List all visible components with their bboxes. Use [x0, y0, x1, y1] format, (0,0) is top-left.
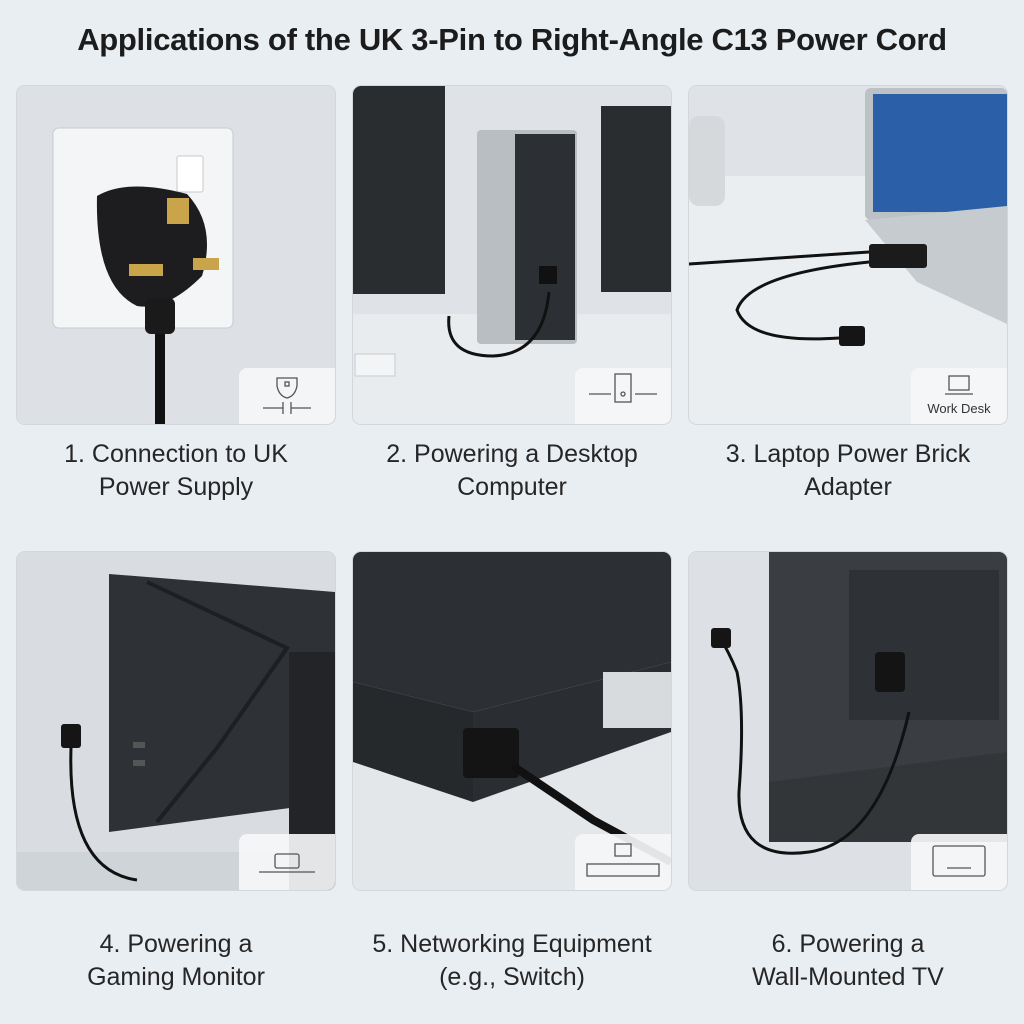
network-switch-icon: [586, 843, 660, 877]
network-switch-photo: [353, 552, 671, 890]
uk-socket-photo: [17, 86, 335, 424]
card-badge: [239, 834, 335, 890]
card-caption: 5. Networking Equipment (e.g., Switch): [372, 930, 652, 991]
page-title: Applications of the UK 3-Pin to Right-An…: [77, 22, 947, 57]
card-badge: Work Desk: [911, 368, 1007, 424]
monitor-port-icon: [259, 853, 315, 873]
card-caption: 3. Laptop Power Brick Adapter: [725, 440, 971, 501]
card-caption: 4. Powering a Gaming Monitor: [87, 930, 265, 991]
card-badge: [575, 834, 671, 890]
wall-mount-icon: [932, 845, 986, 877]
card-badge: [911, 834, 1007, 890]
card-caption: 6. Powering a Wall-Mounted TV: [752, 930, 944, 991]
work-desk-icon: [945, 375, 973, 395]
card-laptop-brick: Work Desk: [689, 86, 1007, 424]
work-desk-label: Work Desk: [927, 401, 991, 416]
desktop-tower-icon: [589, 373, 657, 403]
card-badge: [575, 368, 671, 424]
card-wall-tv: [689, 552, 1007, 890]
card-caption: 1. Connection to UK Power Supply: [64, 440, 288, 501]
card-badge: [239, 368, 335, 424]
gaming-monitor-photo: [17, 552, 335, 890]
card-uk-power-supply: [17, 86, 335, 424]
card-caption: 2. Powering a Desktop Computer: [386, 440, 638, 501]
wall-tv-photo: [689, 552, 1007, 890]
uk-plug-icon: [263, 377, 311, 414]
card-network-switch: [353, 552, 671, 890]
card-desktop-computer: [353, 86, 671, 424]
card-gaming-monitor: [17, 552, 335, 890]
